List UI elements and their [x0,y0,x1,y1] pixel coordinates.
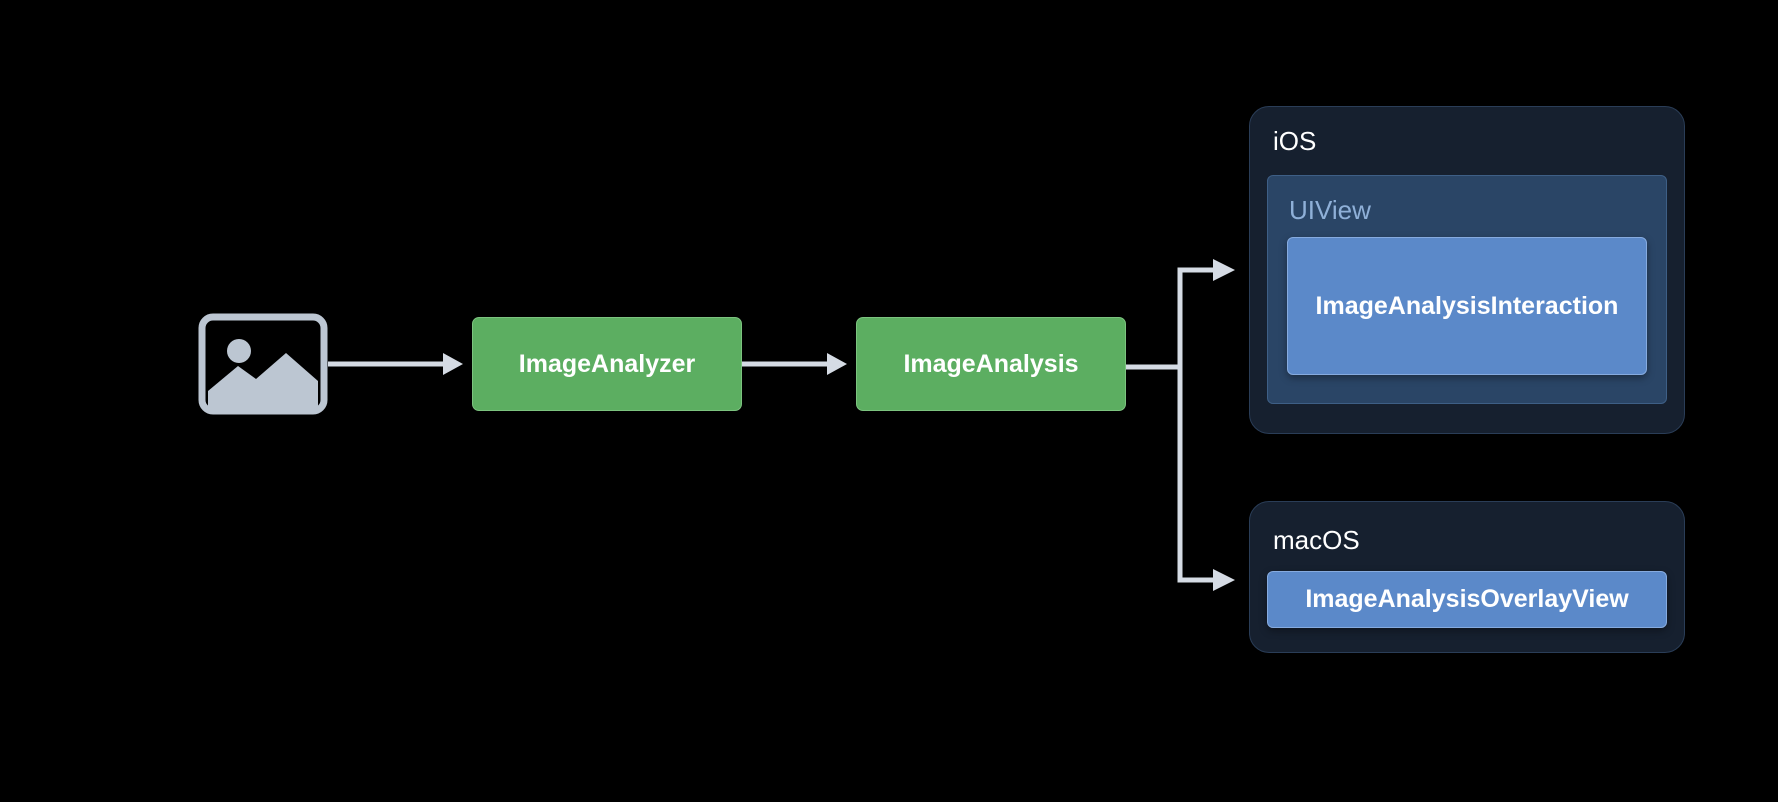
image-analysis-overlay-view-node: ImageAnalysisOverlayView [1267,571,1667,628]
branch-connector-lower [1177,367,1215,583]
uiview-label: UIView [1289,195,1371,225]
image-analysis-node: ImageAnalysis [856,317,1126,411]
image-analysis-interaction-node: ImageAnalysisInteraction [1287,237,1647,375]
ios-panel-title: iOS [1273,126,1317,156]
image-analyzer-node: ImageAnalyzer [472,317,742,411]
arrowhead-analyzer [443,353,463,375]
photo-icon [198,313,328,415]
branch-connector [1126,267,1215,370]
arrowhead-macos [1213,569,1235,591]
arrowhead-analysis [827,353,847,375]
arrowhead-ios [1213,259,1235,281]
macos-panel-title: macOS [1273,525,1360,555]
